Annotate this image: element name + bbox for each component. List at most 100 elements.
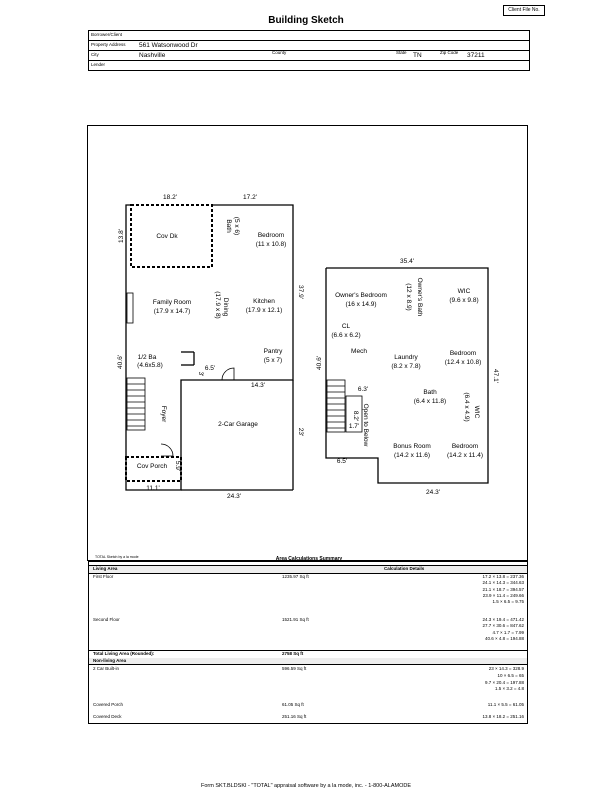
garage-area: 596.59 Sq ft [282,666,307,671]
detail-line: 21.1 × 18.7 = 394.57 [482,586,524,592]
detail-line: 27.7 × 30.6 = 847.62 [482,623,524,629]
dim-d16: 6.3' [358,386,368,393]
deck-details: 13.8 × 18.2 = 251.16 [424,714,524,719]
room-cl-dim: (6.6 x 6.2) [331,332,360,339]
room-laundry-dim: (8.2 x 7.8) [391,363,420,370]
zip-value: 37211 [467,51,485,59]
garage-label: 2 Car Built-in [93,666,120,671]
room-bedroom2-dim: (12.4 x 10.8) [445,359,482,366]
detail-line: 23.9 × 11.4 = 249.66 [482,592,524,598]
stairs-second-icon [326,379,346,433]
room-bath1: Bath [225,219,232,233]
state-value: TN [413,51,422,59]
sketch-credit: TOTAL Sketch by a la mode [95,555,139,559]
city-row: City Nashville County State TN Zip Code … [89,50,529,61]
room-garage: 2-Car Garage [218,421,258,428]
room-kitchen: Kitchen [253,298,275,305]
room-dining-dim: (17.9 x 8) [214,291,221,318]
zip-label: Zip Code [440,50,459,55]
dim-d6: 3' [197,372,204,377]
property-row: Property Address 561 Watsonwood Dr [89,41,529,51]
first-floor-area: 1235.97 Sq ft [282,574,309,579]
client-file-box: Client File No. [503,5,545,16]
calc-header-row: Living Area Calculation Details [89,565,527,574]
property-label: Property Address [91,42,126,47]
lender-label: Lender [91,62,106,67]
room-wic2: WIC [473,406,480,419]
detail-line: 17.2 × 13.8 = 237.36 [482,574,524,579]
detail-line: 11.1 × 5.5 = 61.05 [487,702,524,707]
room-owners-bath-dim: (12 x 8.9) [405,283,412,310]
total-value: 2758 Sq ft [282,651,304,656]
total-label: Total Living Area (Rounded): [93,651,155,656]
detail-line: 24.1 × 14.3 = 344.63 [482,580,524,586]
dim-d15: 40.6' [316,356,323,370]
detail-line: 1.5 × 3.2 = 4.8 [494,686,524,692]
second-floor-details: 24.3 × 19.4 = 471.42 27.7 × 30.6 = 847.6… [424,617,524,642]
deck-area: 251.16 Sq ft [282,714,307,719]
fireplace-icon [126,292,134,324]
dim-d18: 1.7' [349,423,359,430]
dim-d3: 13.8' [118,229,125,243]
room-open-below: Open to Below [362,404,369,447]
room-pantry-dim: (5 x 7) [264,357,282,364]
room-kitchen-dim: (17.9 x 12.1) [246,307,283,314]
room-bonus: Bonus Room [393,443,431,450]
room-wic1-dim: (9.6 x 9.8) [449,297,478,304]
room-wic2-dim: (6.4 x 4.9) [463,392,470,421]
room-half-bath-dim: (4.6x5.8) [137,362,163,369]
dim-d2: 17.2' [243,194,257,201]
header-table: Borrower/Client Property Address 561 Wat… [88,30,530,71]
dim-d5: 40.6' [117,355,124,369]
dim-d10: 5.9' [174,461,181,471]
second-floor-area: 1521.91 Sq ft [282,617,309,622]
sketch-frame [87,125,528,561]
calc-details-label: Calculation Details [384,566,425,571]
room-cl: CL [342,323,351,330]
borrower-row: Borrower/Client [89,31,529,41]
dim-d1: 18.2' [163,194,177,201]
detail-line: 23 × 14.3 = 328.9 [488,666,524,671]
room-bedroom1-dim: (11 x 10.8) [256,241,287,248]
room-family-dim: (17.9 x 14.7) [154,308,191,315]
dim-d12: 24.3' [227,493,241,500]
room-wic1: WIC [458,288,471,295]
room-foyer: Foyer [160,406,167,423]
calc-summary-title: Area Calculations Summary [275,556,343,562]
room-bath2-dim: (6.4 x 11.8) [414,398,446,405]
page-footer: Form SKT.BLDSKI - "TOTAL" appraisal soft… [200,783,412,789]
room-cov-dk: Cov Dk [156,233,178,240]
dim-d9: 23' [297,428,304,436]
cov-deck-outline [130,204,213,268]
room-bedroom3: Bedroom [452,443,478,450]
living-area-label: Living Area [93,566,118,571]
porch-details: 11.1 × 5.5 = 61.05 [424,702,524,707]
dim-d19: 6.5' [337,458,347,465]
detail-line: 13.8 × 18.2 = 251.16 [482,714,524,719]
open-below-box [345,395,363,433]
room-family: Family Room [153,299,191,306]
detail-line: 40.6 × 4.8 = 194.88 [484,635,524,641]
detail-line: 1.5 × 6.5 = 9.75 [492,599,524,605]
page-title: Building Sketch [268,15,344,26]
second-floor-outline [325,267,489,484]
room-bonus-dim: (14.2 x 11.6) [394,452,430,459]
dim-d4: 37.9' [297,285,304,299]
city-label: City [91,52,99,57]
room-owners-bed-dim: (16 x 14.9) [345,301,376,308]
state-label: State [396,50,407,55]
dim-d7: 6.5' [205,365,215,372]
room-dining: Dining [222,298,229,317]
borrower-label: Borrower/Client [91,32,123,37]
dim-d11: 11.1' [146,485,159,492]
room-pantry: Pantry [264,348,284,355]
detail-line: 9.7 × 20.4 = 197.88 [484,679,524,685]
first-floor-details: 17.2 × 13.8 = 237.36 24.1 × 14.3 = 344.6… [424,574,524,605]
stairs-first-icon [126,377,146,431]
city-value: Nashville [139,51,166,59]
area-calc-table: Area Calculations Summary Living Area Ca… [88,556,528,724]
room-laundry: Laundry [394,354,418,361]
dim-d13: 35.4' [400,258,414,265]
property-value: 561 Watsonwood Dr [139,41,198,49]
